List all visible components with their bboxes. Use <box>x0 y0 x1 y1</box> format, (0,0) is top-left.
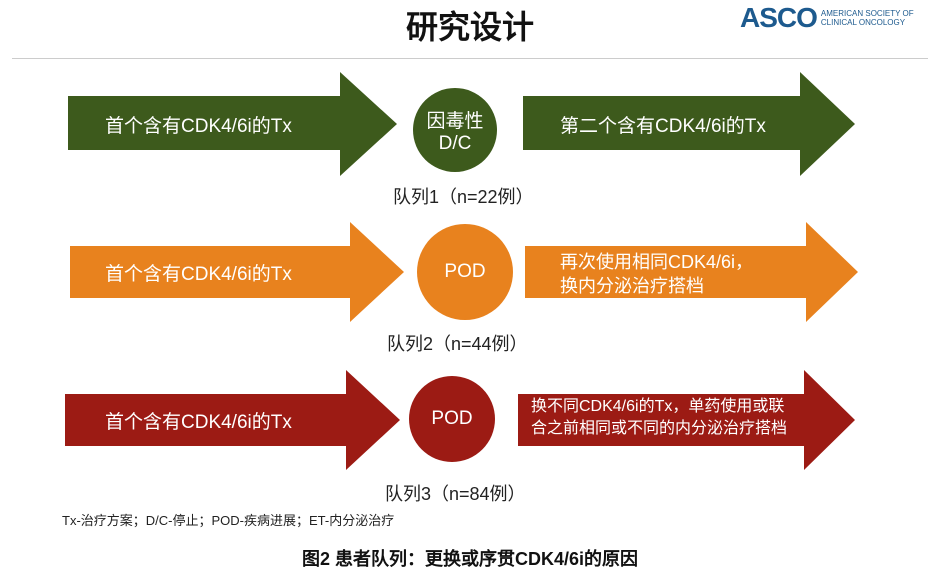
row3-right-label: 换不同CDK4/6i的Tx，单药使用或联合之前相同或不同的内分泌治疗搭档 <box>531 398 788 437</box>
row2-left-label: 首个含有CDK4/6i的Tx <box>105 263 292 285</box>
row3-left-label: 首个含有CDK4/6i的Tx <box>105 411 292 433</box>
arrow-row3-left <box>65 370 400 470</box>
row1-right-label: 第二个含有CDK4/6i的Tx <box>560 115 766 137</box>
row2-right-label: 再次使用相同CDK4/6i，换内分泌治疗搭档 <box>560 252 754 296</box>
arrow-row2-right <box>525 222 858 322</box>
cohort-2-label: 队列2（n=44例） <box>387 334 528 354</box>
arrow-row2-left <box>70 222 404 322</box>
row3-circle: POD <box>409 376 495 462</box>
cohort-3-label: 队列3（n=84例） <box>385 484 526 504</box>
arrow-row1-left <box>68 72 397 176</box>
arrow-row3-right <box>518 370 855 470</box>
abbreviation-legend: Tx-治疗方案；D/C-停止；POD-疾病进展；ET-内分泌治疗 <box>62 513 395 528</box>
divider <box>12 58 928 59</box>
arrow-row1-right <box>523 72 855 176</box>
row1-left-label: 首个含有CDK4/6i的Tx <box>105 115 292 137</box>
page-title: 研究设计 <box>405 9 534 45</box>
figure-caption: 图2 患者队列：更换或序贯CDK4/6i的原因 <box>301 549 639 569</box>
row2-circle: POD <box>417 224 513 320</box>
cohort-1-label: 队列1（n=22例） <box>393 187 534 207</box>
